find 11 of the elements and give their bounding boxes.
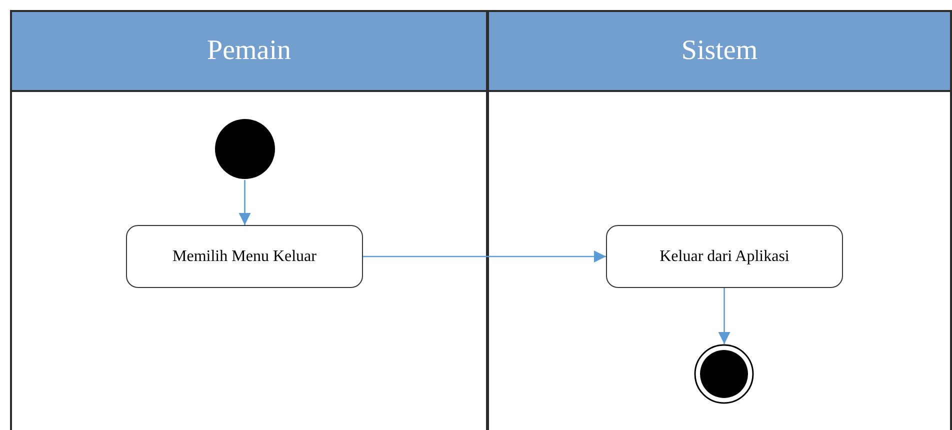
lane-header: Sistem (489, 12, 950, 92)
swimlane (487, 10, 952, 430)
activity-box: Keluar dari Aplikasi (606, 225, 843, 288)
lane-header: Pemain (12, 12, 486, 92)
arrow (238, 180, 251, 225)
end-node (694, 344, 754, 404)
arrow (363, 250, 606, 262)
arrow (718, 288, 730, 344)
start-node (214, 118, 276, 180)
activity-box: Memilih Menu Keluar (126, 225, 363, 288)
swimlane (10, 10, 488, 430)
